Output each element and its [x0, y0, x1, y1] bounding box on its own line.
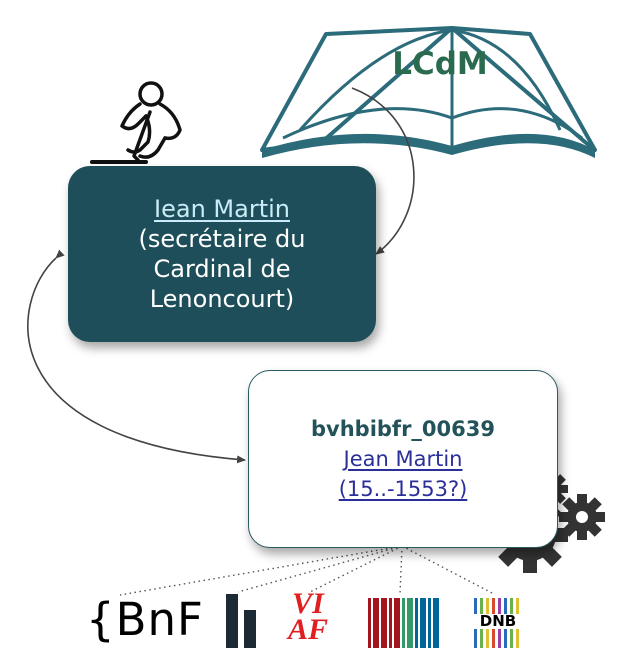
- viaf-logo[interactable]: VI AF: [287, 587, 329, 646]
- wikidata-logo[interactable]: [368, 598, 439, 648]
- bvh-record-node: bvhbibfr_00639 Jean Martin (15..-1553?): [248, 370, 558, 548]
- bnf-logo[interactable]: {BnF: [86, 593, 204, 646]
- writer-icon: [90, 81, 182, 164]
- book-to-author-connector: [351, 87, 415, 255]
- bvh-dates-link[interactable]: (15..-1553?): [338, 477, 468, 501]
- open-book-icon: [260, 26, 597, 158]
- authority-links: [119, 545, 495, 596]
- bvh-name-link[interactable]: Jean Martin: [343, 447, 463, 471]
- bvh-record-id: bvhbibfr_00639: [311, 417, 495, 441]
- author-description-line-1: (secrétaire du: [138, 225, 306, 253]
- lcdm-label: LCdM: [392, 46, 488, 82]
- author-name-link[interactable]: Iean Martin: [154, 195, 290, 223]
- idref-logo[interactable]: [226, 594, 256, 648]
- author-description-line-2: Cardinal de: [153, 255, 291, 283]
- author-description-line-3: Lenoncourt): [149, 285, 295, 313]
- author-to-bvh-connector: [27, 249, 246, 464]
- author-node: Iean Martin (secrétaire du Cardinal de L…: [68, 166, 376, 342]
- dnb-logo[interactable]: DNB: [474, 614, 522, 629]
